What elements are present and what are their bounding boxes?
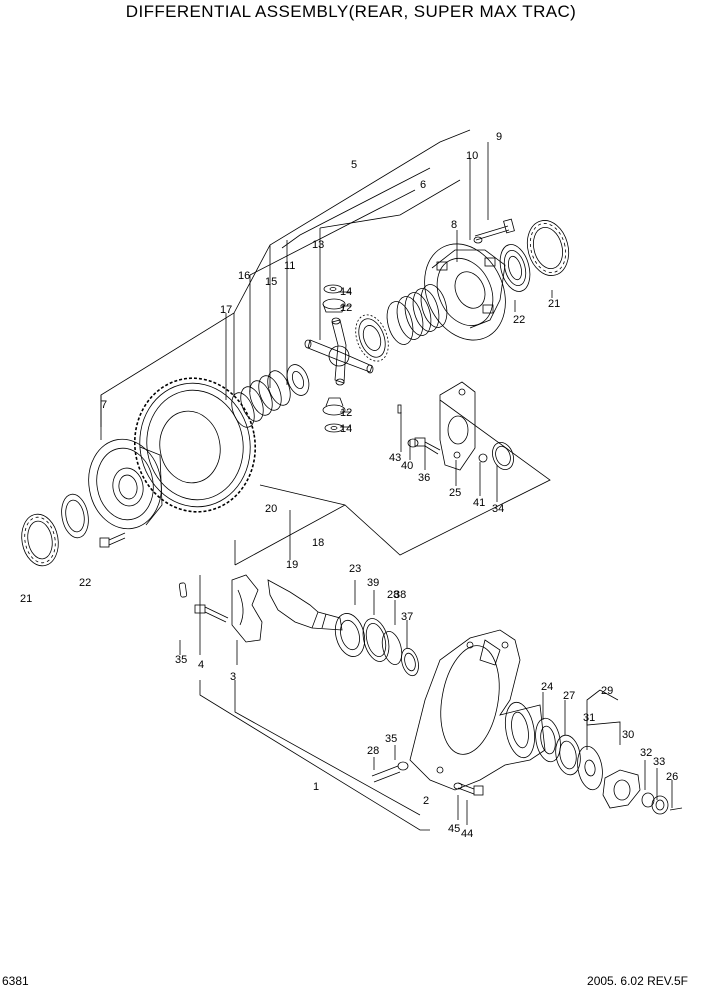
callout-8: 8	[451, 219, 457, 231]
adjusting-nut-21-upper	[526, 220, 570, 276]
callout-41: 41	[473, 497, 485, 509]
callout-35-right: 35	[385, 733, 397, 745]
callout-39: 39	[367, 577, 379, 589]
callout-45: 45	[448, 823, 460, 835]
callout-20: 20	[265, 503, 277, 515]
spacer-37	[401, 647, 419, 677]
callout-31: 31	[583, 712, 595, 724]
pinion-gear-12-bottom	[322, 397, 346, 416]
callout-22-lower: 22	[79, 577, 91, 589]
callout-13: 13	[312, 239, 324, 251]
bearing-22-lower	[61, 493, 89, 539]
callout-5: 5	[351, 159, 357, 171]
support-plate-25	[439, 381, 476, 471]
leader-lines-upper	[100, 129, 553, 566]
stud-28	[371, 765, 401, 783]
callout-2: 2	[423, 795, 429, 807]
callout-38: 38	[394, 589, 406, 601]
callout-16: 16	[238, 270, 250, 282]
bolt-36	[414, 437, 441, 455]
callout-11: 11	[284, 260, 295, 272]
callout-17: 17	[220, 304, 232, 316]
spacer-39	[362, 618, 390, 662]
callout-40: 40	[401, 460, 413, 472]
washer-40	[407, 438, 419, 448]
callout-32: 32	[640, 747, 652, 759]
carrier-housing-1	[409, 629, 546, 791]
callout-33: 33	[653, 756, 665, 768]
bolt-9	[474, 218, 515, 241]
callout-14-top: 14	[340, 286, 352, 298]
leader-lines-lower	[179, 575, 673, 831]
differential-case-7	[88, 438, 163, 530]
page-number: 6381	[2, 974, 29, 988]
callout-9: 9	[496, 131, 502, 143]
callout-1: 1	[313, 781, 319, 793]
callout-15: 15	[265, 276, 277, 288]
callout-29: 29	[601, 685, 613, 697]
callout-25: 25	[449, 487, 461, 499]
companion-flange-30	[602, 769, 641, 809]
nut-33	[651, 795, 669, 815]
shim-38	[381, 631, 403, 665]
callout-4: 4	[198, 659, 204, 671]
callout-18: 18	[312, 537, 324, 549]
callout-6: 6	[420, 179, 426, 191]
callout-3: 3	[230, 671, 236, 683]
callout-37: 37	[401, 611, 413, 623]
drive-pinion-19	[267, 579, 343, 631]
pin-43	[397, 404, 402, 414]
washer-45	[453, 782, 463, 790]
spider-13	[304, 317, 374, 386]
callout-12-top: 12	[340, 302, 352, 314]
callout-14-bottom: 14	[340, 423, 352, 435]
thrust-washer-14-top	[323, 284, 343, 294]
ring-gear-20	[133, 377, 257, 513]
pin-35	[178, 582, 188, 598]
bearing-22-upper	[499, 244, 531, 292]
callout-27: 27	[563, 690, 575, 702]
washer-35	[397, 761, 409, 771]
callout-28-lower: 28	[367, 745, 379, 757]
cotter-pin-26	[669, 807, 683, 811]
callout-19: 19	[286, 559, 298, 571]
callout-26: 26	[666, 771, 678, 783]
bolt-4	[194, 604, 229, 623]
callout-36: 36	[418, 472, 430, 484]
bearing-24	[535, 717, 561, 763]
callout-7: 7	[101, 399, 107, 411]
revision-date: 2005. 6.02 REV.5F	[587, 974, 688, 988]
washer-10	[473, 236, 483, 244]
bearing-cap-3	[231, 574, 263, 643]
callout-28-upper: 28	[387, 589, 399, 601]
callout-44: 44	[461, 828, 473, 840]
callout-43: 43	[389, 452, 401, 464]
callout-22-upper: 22	[513, 314, 525, 326]
callout-21-upper: 21	[548, 298, 560, 310]
dust-cover-31	[577, 745, 603, 791]
adjusting-nut-21-lower	[21, 513, 59, 567]
callout-30: 30	[622, 729, 634, 741]
callout-10: 10	[466, 150, 478, 162]
callout-34: 34	[492, 503, 504, 515]
callout-21-lower: 21	[20, 593, 32, 605]
callout-35-left: 35	[175, 654, 187, 666]
callout-labels: 1 2 3 4 5 6 7 8 9 10 11 12 12 13 14 14 1…	[20, 131, 678, 840]
callout-24: 24	[541, 681, 553, 693]
thrust-washer-14-bottom	[324, 423, 344, 433]
washer-32	[641, 792, 655, 808]
callout-12-bottom: 12	[340, 407, 352, 419]
lock-ring-34	[492, 442, 514, 470]
bolt-lower	[99, 532, 126, 548]
clutch-discs-upper	[386, 284, 448, 345]
differential-case-8	[424, 243, 506, 341]
plug-41	[478, 453, 488, 463]
callout-23: 23	[349, 563, 361, 575]
page-title: DIFFERENTIAL ASSEMBLY(REAR, SUPER MAX TR…	[125, 2, 577, 21]
pinion-gear-12-top	[322, 298, 346, 313]
side-gear-upper	[355, 314, 389, 362]
